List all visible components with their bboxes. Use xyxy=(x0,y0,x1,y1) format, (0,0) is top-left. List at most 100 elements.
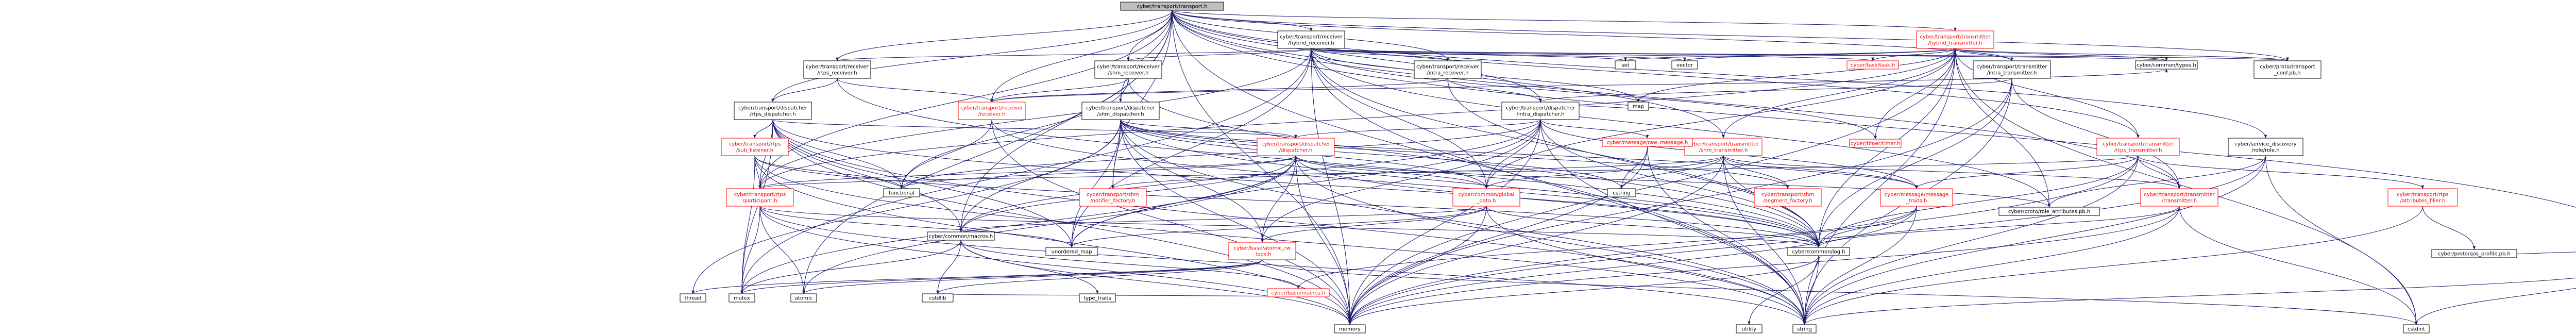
node-common-log[interactable]: cyber/common/log.h xyxy=(1787,247,1850,256)
node-receiver-h[interactable]: cyber/transport/receiver/receiver.h xyxy=(958,102,1026,120)
edge-receiver_h-to-common_log xyxy=(991,119,1820,248)
node-sys-cstdlib[interactable]: cstdlib xyxy=(922,293,954,303)
edge-receiver_hybrid-to-sys_memory xyxy=(1311,48,1351,325)
node-label: cyber/transport/rtps xyxy=(2397,192,2449,198)
node-receiver-intra[interactable]: cyber/transport/receiver/intra_receiver.… xyxy=(1414,60,1482,79)
edge-receiver_h-to-sys_functional xyxy=(900,119,992,189)
edge-dispatcher_intra-to-dispatcher_h xyxy=(1294,119,1541,139)
edge-rtps_sub_listener-to-sys_functional xyxy=(754,155,903,189)
node-receiver-shm[interactable]: cyber/transport/receiver/shm_receiver.h xyxy=(1094,60,1162,79)
node-label: cyber/proto/transport xyxy=(2260,64,2315,70)
node-transmitter-intra[interactable]: cyber/transport/transmitter/intra_transm… xyxy=(1973,60,2051,79)
node-sys-map[interactable]: map xyxy=(1628,102,1649,111)
node-box xyxy=(726,188,794,207)
node-box xyxy=(1787,247,1850,256)
node-service-discovery[interactable]: cyber/service_discovery/role/role.h xyxy=(2228,138,2303,156)
node-transmitter-hybrid[interactable]: cyber/transport/transmitter/hybrid_trans… xyxy=(1916,30,1994,49)
node-dispatcher-rtps[interactable]: cyber/transport/dispatcher/rtps_dispatch… xyxy=(734,102,812,120)
edge-transmitter_hybrid-to-proto_role_attributes xyxy=(1955,48,2051,208)
node-proto-role[interactable]: cyber/proto/transport_conf.pb.h xyxy=(2253,60,2321,79)
node-shm-segment-factory[interactable]: cyber/transport/shm/segment_factory.h xyxy=(1754,188,1822,207)
edge-receiver_shm-to-common_log xyxy=(1128,78,1820,248)
node-sys-unordered-map[interactable]: unordered_map xyxy=(1045,247,1098,256)
edge-dispatcher_intra-to-sys_string xyxy=(1540,119,1806,325)
node-label: cyber/common/global xyxy=(1459,192,1515,198)
node-box xyxy=(1792,324,1817,333)
node-label: type_traits xyxy=(1083,296,1111,302)
node-box xyxy=(1684,138,1762,156)
node-sys-cstdint[interactable]: cstdint xyxy=(2403,324,2430,333)
node-common-global-data[interactable]: cyber/common/global_data.h xyxy=(1452,188,1520,207)
edge-receiver_hybrid-to-receiver_rtps xyxy=(836,48,1312,61)
node-dispatcher-h[interactable]: cyber/transport/dispatcher/dispatcher.h xyxy=(1257,138,1335,156)
node-label: /rtps_dispatcher.h xyxy=(750,112,795,118)
node-rtps-participant[interactable]: cyber/transport/rtps/participant.h xyxy=(726,188,794,207)
edge-transport_h-to-shm_notifier_factory xyxy=(1111,10,1173,189)
node-sys-thread[interactable]: thread xyxy=(680,293,706,303)
node-sys-cstring[interactable]: cstring xyxy=(1607,188,1636,197)
edge-transport_h-to-sys_string xyxy=(1172,10,1806,325)
node-receiver-rtps[interactable]: cyber/transport/receiver/rtps_receiver.h xyxy=(803,60,871,79)
edge-transmitter_hybrid-to-transmitter_shm xyxy=(1722,48,1956,139)
node-sys-string[interactable]: string xyxy=(1792,324,1817,333)
edge-common_global_data-to-common_macros xyxy=(959,206,1487,232)
edge-transmitter_rtps-to-rtps_participant xyxy=(758,155,2139,189)
node-base-atomic-rw-lock[interactable]: cyber/base/atomic_rw_lock.h xyxy=(1228,242,1296,260)
node-label: map xyxy=(1633,104,1644,110)
edge-transmitter_rtps-to-message_traits xyxy=(1915,155,2139,189)
node-proto-qos-profile[interactable]: cyber/proto/qos_profile.pb.h xyxy=(2431,249,2517,258)
node-sys-memory[interactable]: memory xyxy=(1334,324,1366,333)
node-proto-role-attributes[interactable]: cyber/proto/role_attributes.pb.h xyxy=(1998,207,2100,216)
edge-receiver_hybrid-to-common_global_data xyxy=(1311,48,1488,189)
node-timer-h[interactable]: cyber/timer/timer.h xyxy=(1849,139,1902,148)
node-sys-utility[interactable]: utility xyxy=(1736,324,1762,333)
node-sys-atomic[interactable]: atomic xyxy=(790,293,817,303)
node-common-macros[interactable]: cyber/common/macros.h xyxy=(927,231,995,241)
node-label: cyber/transport/transport.h xyxy=(1137,4,1208,10)
node-label: cyber/transport/rtps xyxy=(729,142,781,147)
node-rtps-attributes-filler[interactable]: cyber/transport/rtps/attributes_filler.h xyxy=(2387,188,2458,207)
node-box xyxy=(1267,288,1330,297)
edge-receiver_h-to-sys_memory xyxy=(991,119,1351,325)
edge-raw_message-to-sys_string xyxy=(1647,146,1806,325)
node-sys-functional[interactable]: functional xyxy=(883,188,920,197)
node-sys-vector[interactable]: vector xyxy=(1671,60,1698,70)
node-box xyxy=(1081,102,1160,120)
edge-receiver_rtps-to-common_log xyxy=(837,78,1820,248)
node-sys-type-traits[interactable]: type_traits xyxy=(1079,293,1116,303)
node-transmitter-h[interactable]: cyber/transport/transmitter/transmitter.… xyxy=(2140,188,2218,207)
edge-base_atomic_rw_lock-to-sys_atomic xyxy=(802,259,1263,294)
node-box xyxy=(1849,139,1902,148)
node-label: _conf.pb.h xyxy=(2274,71,2300,76)
node-box xyxy=(721,138,789,156)
node-sys-set[interactable]: set xyxy=(1615,60,1636,70)
edge-transmitter_shm-to-shm_notifier_factory xyxy=(1111,155,1724,189)
node-label: /segment_factory.h xyxy=(1763,198,1812,204)
edge-dispatcher_shm-to-common_log xyxy=(1120,119,1820,248)
nodes-layer: cyber/transport/transport.h cyber/transpo… xyxy=(680,2,2517,333)
node-rtps-sub-listener[interactable]: cyber/transport/rtps/sub_listener.h xyxy=(721,138,789,156)
edge-transmitter_shm-to-message_traits xyxy=(1723,155,1918,189)
node-base-macros[interactable]: cyber/base/macros.h xyxy=(1267,288,1330,297)
edge-common_macros-to-sys_mutex xyxy=(740,240,961,294)
node-dispatcher-intra[interactable]: cyber/transport/dispatcher/intra_dispatc… xyxy=(1501,102,1580,120)
node-task-h[interactable]: cyber/task/task.h xyxy=(1846,60,1899,70)
node-receiver-hybrid[interactable]: cyber/transport/receiver/hybrid_receiver… xyxy=(1277,30,1345,49)
node-sys-mutex[interactable]: mutex xyxy=(728,293,755,303)
node-transmitter-shm[interactable]: cyber/transport/transmitter/shm_transmit… xyxy=(1684,138,1762,156)
node-box xyxy=(1736,324,1762,333)
node-raw-message[interactable]: cyber/message/raw_message.h xyxy=(1602,138,1693,147)
edge-dispatcher_h-to-base_atomic_rw_lock xyxy=(1261,155,1296,243)
edge-rtps_participant-to-sys_memory xyxy=(759,206,1351,325)
node-label: cyber/transport/dispatcher xyxy=(1086,106,1156,111)
node-label: /intra_dispatcher.h xyxy=(1516,112,1564,118)
node-transmitter-rtps[interactable]: cyber/transport/transmitter/rtps_transmi… xyxy=(2096,138,2180,156)
node-message-traits[interactable]: cyber/message/message_traits.h xyxy=(1880,188,1953,207)
node-dispatcher-shm[interactable]: cyber/transport/dispatcher/shm_dispatche… xyxy=(1081,102,1160,120)
node-shm-notifier-factory[interactable]: cyber/transport/shm/notifier_factory.h xyxy=(1079,188,1147,207)
edge-qos_profile-to-sys_string xyxy=(1803,277,2576,325)
node-common-types[interactable]: cyber/common/types.h xyxy=(2135,60,2198,70)
edge-service_discovery-to-sys_string xyxy=(1803,155,2266,325)
edge-rtps_participant-to-sys_atomic xyxy=(759,206,805,294)
edge-receiver_hybrid-to-sys_vector xyxy=(1311,48,1686,61)
